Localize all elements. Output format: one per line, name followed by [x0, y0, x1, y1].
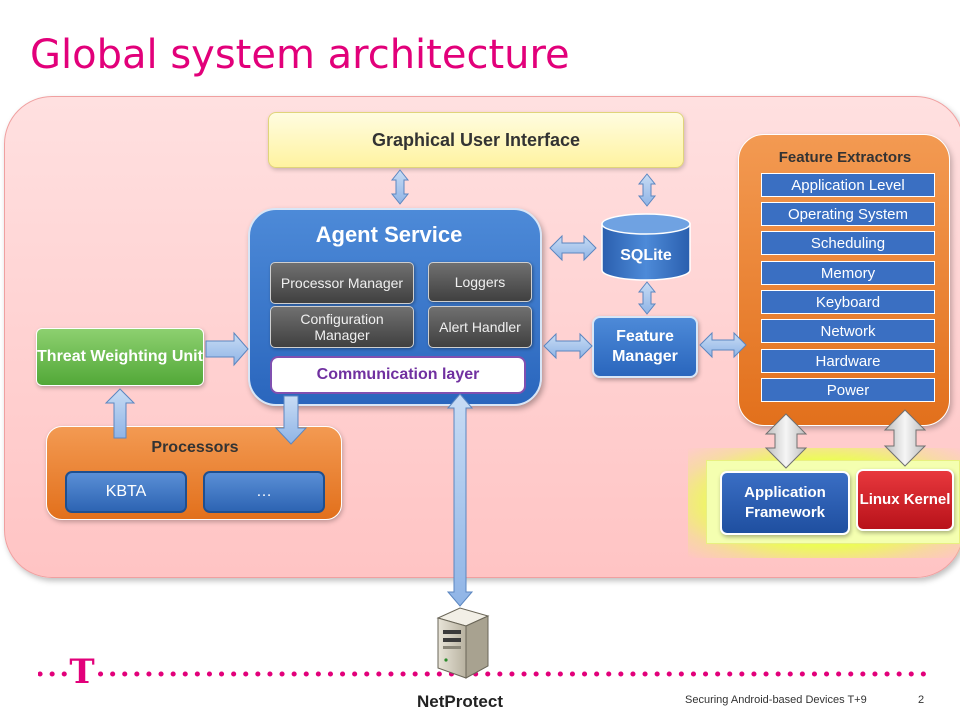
arrow-agent-feature-manager	[543, 332, 593, 360]
threat-weighting-unit-box: Threat Weighting Unit	[36, 328, 204, 386]
server-icon	[436, 607, 490, 679]
footer-dotted-line	[38, 671, 928, 677]
processors-title: Processors	[151, 439, 239, 456]
telekom-t-logo: T	[68, 652, 96, 692]
sqlite-label: SQLite	[620, 247, 672, 264]
page-number: 2	[918, 694, 925, 706]
feature-manager-box: Feature Manager	[592, 316, 698, 378]
extractor-application-level: Application Level	[761, 173, 935, 197]
configuration-manager-module: Configuration Manager	[270, 306, 414, 348]
extractor-power: Power	[761, 378, 935, 402]
extractor-memory: Memory	[761, 261, 935, 285]
loggers-module: Loggers	[428, 262, 532, 302]
processor-more: …	[203, 471, 325, 513]
processor-kbta: KBTA	[65, 471, 187, 513]
netprotect-label: NetProtect	[417, 692, 503, 711]
agent-service-panel: Agent Service Processor Manager Loggers …	[248, 208, 542, 406]
agent-service-title: Agent Service	[315, 222, 463, 247]
linux-kernel-box: Linux Kernel	[856, 469, 954, 531]
arrow-threat-agent	[205, 331, 249, 367]
arrow-agent-processors	[274, 395, 308, 445]
extractor-operating-system: Operating System	[761, 202, 935, 226]
arrow-feature-manager-extractors	[699, 331, 747, 359]
arrow-agent-sqlite	[549, 234, 597, 262]
processor-manager-module: Processor Manager	[270, 262, 414, 304]
extractor-hardware: Hardware	[761, 349, 935, 373]
graphical-user-interface-box: Graphical User Interface	[268, 112, 684, 168]
arrow-gui-sqlite	[637, 173, 657, 207]
alert-handler-module: Alert Handler	[428, 306, 532, 348]
feature-extractors-panel: Feature Extractors Application Level Ope…	[738, 134, 950, 426]
slide-title: Global system architecture	[30, 32, 570, 78]
footer-text: Securing Android-based Devices T+9	[685, 694, 867, 706]
extractor-keyboard: Keyboard	[761, 290, 935, 314]
arrow-gui-agent	[390, 169, 410, 205]
extractor-network: Network	[761, 319, 935, 343]
application-framework-box: Application Framework	[720, 471, 850, 535]
arrow-comm-netprotect	[446, 393, 474, 607]
arrow-extractors-linux-kernel	[883, 409, 927, 467]
arrow-sqlite-feature-manager	[637, 281, 657, 315]
arrow-extractors-application-framework	[764, 413, 808, 469]
sqlite-database-icon	[601, 213, 691, 281]
extractor-scheduling: Scheduling	[761, 231, 935, 255]
arrow-processors-threat	[104, 388, 136, 439]
feature-extractors-title: Feature Extractors	[778, 149, 912, 166]
communication-layer: Communication layer	[270, 356, 526, 394]
